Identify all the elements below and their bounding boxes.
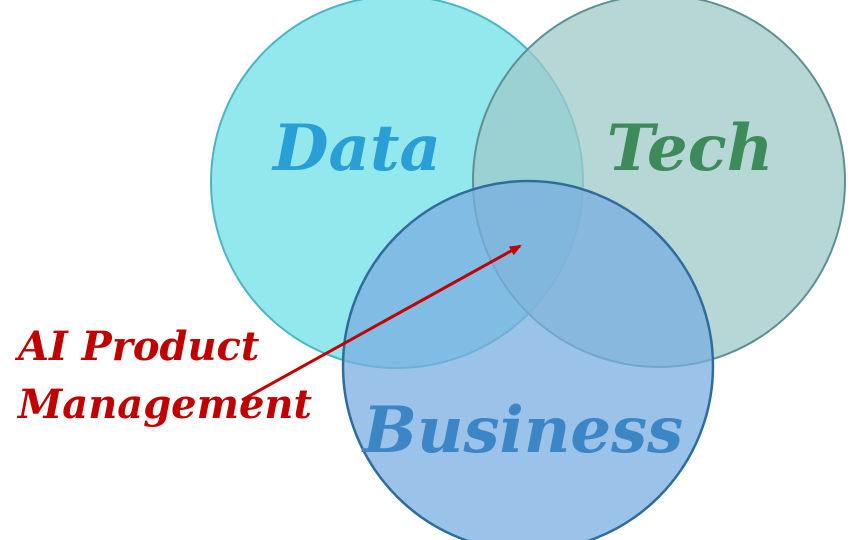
callout-line-2: Management [16,381,312,428]
callout-arrow [241,244,522,402]
tech-label: Tech [607,111,774,186]
callout-line-1: AI Product [14,323,260,370]
business-label: Business [361,393,683,468]
business-circle [341,179,715,540]
data-label: Data [271,111,441,186]
